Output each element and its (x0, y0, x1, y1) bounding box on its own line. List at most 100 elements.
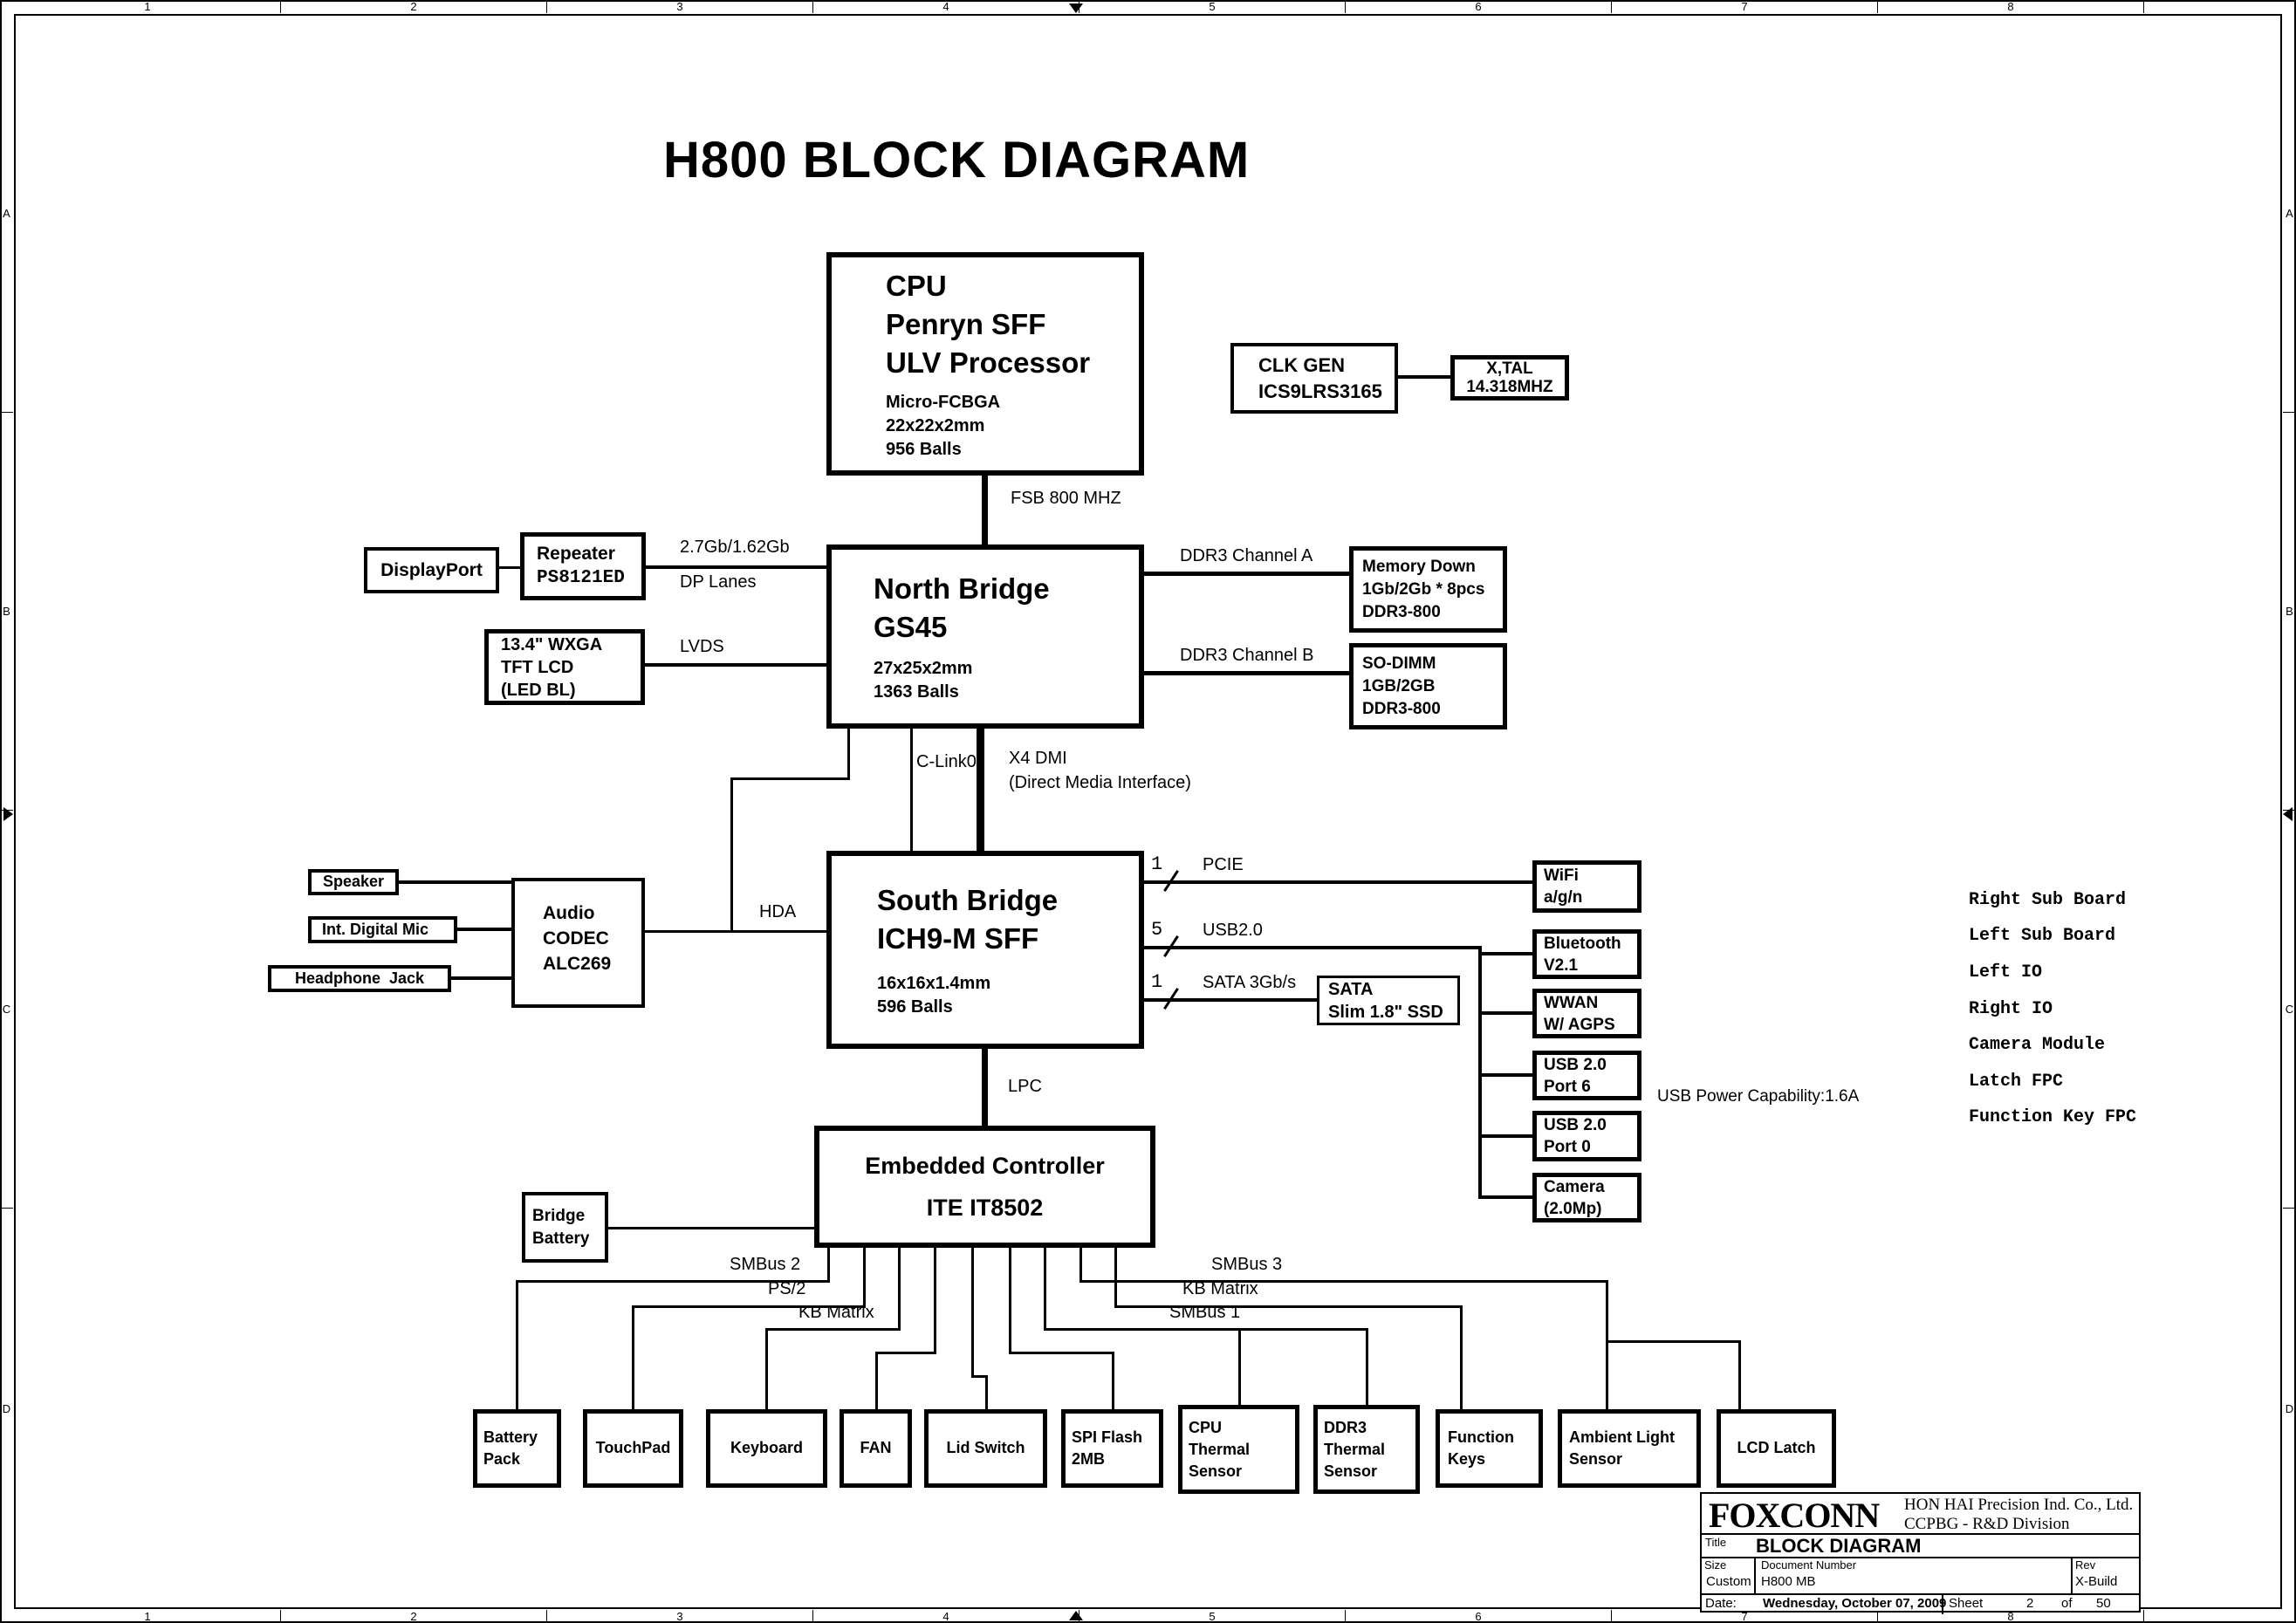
ruler-arrow-top-icon (1069, 3, 1083, 13)
page-title: H800 BLOCK DIAGRAM (663, 132, 1251, 188)
label-pcie-count: 1 (1151, 853, 1163, 875)
block-wifi-line: WiFi (1544, 866, 1579, 885)
wire-usb-trunk-h (1144, 946, 1482, 949)
ruler-row: A (0, 15, 13, 413)
wire-headphone (451, 976, 511, 980)
sheet-label: Sheet (1949, 1596, 1984, 1611)
block-usb-port0-line: USB 2.0 (1544, 1116, 1607, 1134)
block-keyboard-line: Keyboard (730, 1439, 804, 1457)
block-usb-port0-line: Port 0 (1544, 1138, 1591, 1156)
block-sata-ssd-line: Slim 1.8" SSD (1328, 1002, 1443, 1022)
block-ddr3-thermal-sensor-line: Thermal (1324, 1440, 1386, 1458)
block-north-bridge: North Bridge GS45 27x25x2mm 1363 Balls (826, 544, 1144, 729)
label-dp-lanes: DP Lanes (680, 572, 757, 592)
block-south-bridge-line: 16x16x1.4mm (877, 973, 991, 993)
wire-dmi (977, 729, 984, 851)
block-clk-gen-line: CLK GEN (1258, 354, 1345, 377)
block-cpu: CPU Penryn SFF ULV Processor Micro-FCBGA… (826, 252, 1144, 476)
block-camera: Camera (2.0Mp) (1532, 1173, 1641, 1222)
block-embedded-controller-line: Embedded Controller (865, 1153, 1105, 1179)
block-headphone-jack: Headphone Jack (268, 965, 451, 992)
wire-ps2 (863, 1248, 866, 1308)
block-xtal-line: 14.318MHZ (1466, 378, 1553, 396)
title-block: FOXCONN HON HAI Precision Ind. Co., Ltd.… (1700, 1492, 2141, 1614)
block-ambient-light-sensor: Ambient Light Sensor (1558, 1409, 1701, 1488)
wire-bridge-battery (608, 1227, 814, 1229)
block-north-bridge-line: 27x25x2mm (874, 658, 973, 678)
block-xtal-line: X,TAL (1486, 360, 1533, 378)
block-south-bridge-line: 596 Balls (877, 996, 953, 1017)
wire-clk-xtal (1398, 375, 1450, 379)
wire-spi-flash (1009, 1352, 1114, 1354)
side-note: Function Key FPC (1969, 1107, 2137, 1127)
block-lid-switch: Lid Switch (924, 1409, 1047, 1488)
wire-smbus1 (1044, 1328, 1368, 1331)
block-repeater: Repeater PS8121ED (520, 532, 646, 600)
wire-smbus1 (1044, 1248, 1046, 1331)
wire-lpc (982, 1049, 988, 1126)
wire-ddr3-channel-b (1144, 671, 1349, 675)
label-dmi: X4 DMI (1009, 749, 1067, 768)
side-note: Camera Module (1969, 1035, 2106, 1055)
date-value: Wednesday, October 07, 2009 (1763, 1596, 1947, 1611)
block-cpu-line: 956 Balls (886, 439, 962, 459)
block-displayport-line: DisplayPort (380, 559, 483, 580)
block-fan: FAN (840, 1409, 912, 1488)
block-cpu-line: Penryn SFF (886, 307, 1046, 340)
wire-spi-flash (1112, 1352, 1114, 1409)
label-ddr3-channel-b: DDR3 Channel B (1180, 646, 1314, 665)
block-ambient-light-sensor-line: Ambient Light (1569, 1428, 1675, 1446)
wire-smbus2 (516, 1280, 518, 1409)
label-fsb: FSB 800 MHZ (1011, 489, 1121, 508)
title-block-divider (1702, 1557, 2139, 1558)
block-bluetooth-line: V2.1 (1544, 955, 1579, 975)
wire-kb-matrix-left (898, 1248, 901, 1331)
size-label: Size (1704, 1558, 1727, 1572)
ruler-col: 2 (281, 1610, 547, 1623)
block-cpu-thermal-sensor-line: Thermal (1189, 1440, 1251, 1458)
ruler-col: 3 (547, 0, 813, 13)
sheet-total: 50 (2096, 1596, 2111, 1611)
sheet-inner-frame (14, 14, 2282, 1609)
label-sata-count: 1 (1151, 971, 1163, 993)
label-lvds: LVDS (680, 637, 724, 656)
ruler-row: C (0, 811, 13, 1209)
block-memory-down-line: DDR3-800 (1362, 602, 1441, 621)
block-speaker-line: Speaker (322, 873, 385, 891)
block-wwan-line: W/ AGPS (1544, 1015, 1615, 1034)
wire-kb-matrix-left (765, 1328, 901, 1331)
block-south-bridge: South Bridge ICH9-M SFF 16x16x1.4mm 596 … (826, 851, 1144, 1049)
label-dmi-full: (Direct Media Interface) (1009, 773, 1191, 792)
block-cpu-thermal-sensor-line: CPU (1189, 1418, 1223, 1436)
block-touchpad-line: TouchPad (595, 1439, 671, 1457)
block-audio-codec: Audio CODEC ALC269 (511, 878, 645, 1008)
side-note: Left IO (1969, 962, 2043, 983)
label-ps2: PS/2 (768, 1279, 806, 1298)
company-division: CCPBG - R&D Division (1904, 1515, 2070, 1533)
wire-lid-switch (971, 1375, 988, 1378)
block-usb-port6: USB 2.0 Port 6 (1532, 1051, 1641, 1100)
block-embedded-controller: Embedded Controller ITE IT8502 (814, 1126, 1155, 1248)
ruler-col: 4 (813, 0, 1079, 13)
wire-ps2 (632, 1305, 866, 1308)
block-sodimm-line: SO-DIMM (1362, 654, 1436, 673)
block-cpu-thermal-sensor: CPU Thermal Sensor (1178, 1405, 1299, 1494)
doc-number-label: Document Number (1761, 1558, 1857, 1572)
ruler-col: 6 (1346, 0, 1612, 13)
ruler-top: 1 2 3 4 5 6 7 8 (15, 0, 2281, 13)
wire-kb-matrix-right (1114, 1305, 1463, 1308)
ruler-col: 4 (813, 1610, 1079, 1623)
wire-usb-trunk-v (1478, 946, 1482, 1199)
ruler-row: B (2283, 413, 2296, 811)
wire-smbus3 (1606, 1280, 1608, 1409)
wire-dp-lanes (646, 565, 826, 569)
block-bluetooth-line: Bluetooth (1544, 934, 1621, 953)
label-ddr3-channel-a: DDR3 Channel A (1180, 546, 1313, 565)
wire-mic (457, 928, 511, 931)
label-smbus1: SMBus 1 (1169, 1303, 1241, 1322)
wire-lvds (645, 663, 826, 667)
side-note: Latch FPC (1969, 1072, 2064, 1092)
block-south-bridge-line: ICH9-M SFF (877, 921, 1039, 955)
